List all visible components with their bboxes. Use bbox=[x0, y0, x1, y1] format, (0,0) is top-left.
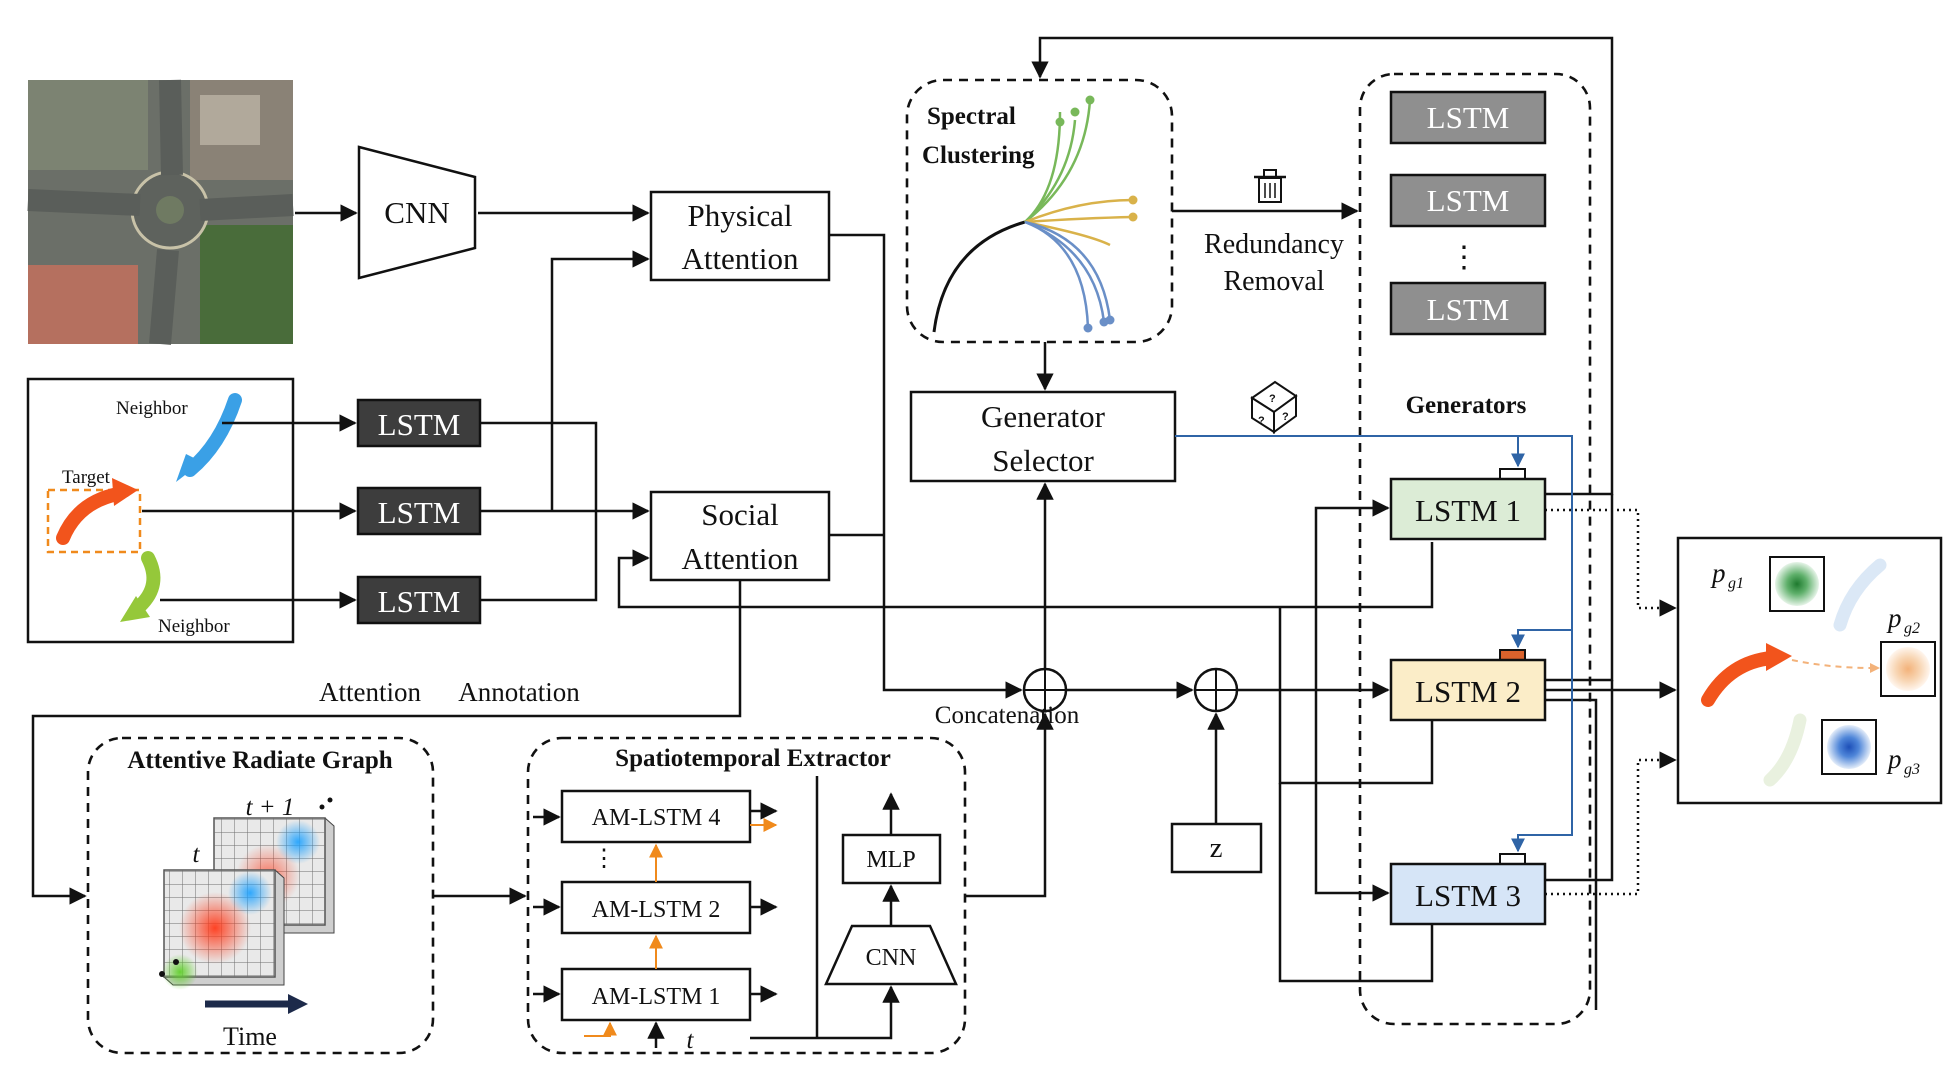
cnn-block: CNN bbox=[357, 145, 477, 280]
noise-input: z bbox=[1170, 822, 1263, 874]
attentive-radiate-graph: Attentive Radiate Graph t + 1 t Time bbox=[86, 736, 435, 1055]
generator-lstm-3-label: LSTM 3 bbox=[1415, 878, 1521, 913]
concatenation-label: Concatenation bbox=[935, 702, 1080, 729]
attention-annotation-label-a: Attention bbox=[319, 677, 421, 707]
neighbor-bottom-label: Neighbor bbox=[158, 616, 230, 637]
am-lstm-1-label: AM-LSTM 1 bbox=[592, 984, 721, 1010]
noise-label: z bbox=[1210, 832, 1223, 864]
target-arrow bbox=[56, 487, 125, 545]
physical-attention-line2: Attention bbox=[681, 241, 799, 276]
generator-selector-line1: Generator bbox=[981, 399, 1106, 434]
svg-text:?: ? bbox=[1258, 415, 1265, 427]
neighbor-top-label: Neighbor bbox=[116, 398, 188, 419]
am-lstm-ellipsis: ⋮ bbox=[592, 846, 616, 872]
generator-lstm-2-label: LSTM 2 bbox=[1415, 674, 1521, 709]
pool-lstm-2-label: LSTM bbox=[1427, 183, 1510, 218]
concat-node-2 bbox=[1193, 667, 1239, 713]
neighbor-arrow-bottom bbox=[133, 551, 161, 613]
social-attention-line2: Attention bbox=[681, 541, 799, 576]
social-attention-line1: Social bbox=[701, 497, 779, 532]
spectral-clustering: Spectral Clustering bbox=[905, 78, 1174, 344]
svg-text:?: ? bbox=[1269, 393, 1276, 405]
physical-attention: Physical Attention bbox=[649, 190, 831, 282]
svg-text:p: p bbox=[1710, 558, 1726, 588]
encoder-lstm-1-label: LSTM bbox=[378, 407, 461, 442]
spectral-title-line1: Spectral bbox=[927, 103, 1016, 130]
generator-selector-line2: Selector bbox=[992, 443, 1094, 478]
am-lstm-4-label: AM-LSTM 4 bbox=[592, 805, 721, 831]
pool-lstm-3-label: LSTM bbox=[1427, 292, 1510, 327]
svg-text:g3: g3 bbox=[1904, 761, 1920, 778]
time-label: Time bbox=[223, 1022, 277, 1051]
distribution-g2 bbox=[1886, 647, 1930, 691]
physical-attention-line1: Physical bbox=[687, 198, 792, 233]
redundancy-label-line1: Redundancy bbox=[1204, 229, 1344, 260]
t-label: t bbox=[193, 841, 201, 868]
encoder-lstm-3-label: LSTM bbox=[378, 584, 461, 619]
cnn-label: CNN bbox=[384, 195, 449, 230]
distribution-g1 bbox=[1775, 562, 1819, 606]
target-box bbox=[46, 488, 142, 554]
p-g1-label: p g1 bbox=[1710, 558, 1744, 592]
generators-group: LSTM LSTM ⋮ LSTM Generators LSTM 1 LSTM … bbox=[1358, 72, 1592, 1026]
graph-title: Attentive Radiate Graph bbox=[127, 747, 392, 774]
extractor-cnn-label: CNN bbox=[866, 945, 917, 971]
mlp-label: MLP bbox=[866, 847, 915, 873]
t-plus-one-label: t + 1 bbox=[246, 794, 295, 821]
svg-text:p: p bbox=[1886, 744, 1902, 774]
output-target-arrow bbox=[1701, 651, 1779, 707]
am-lstm-2-label: AM-LSTM 2 bbox=[592, 897, 721, 923]
output-panel: p g1 p g2 p g3 bbox=[1676, 536, 1943, 805]
attention-annotation-label-b: Annotation bbox=[458, 677, 580, 707]
svg-text:p: p bbox=[1886, 603, 1902, 633]
svg-text:g2: g2 bbox=[1904, 620, 1920, 637]
generator-selector: Generator Selector bbox=[909, 390, 1177, 483]
concat-node-1 bbox=[1022, 667, 1068, 713]
generator-lstm-1-label: LSTM 1 bbox=[1415, 493, 1521, 528]
connections bbox=[31, 36, 1677, 1048]
extractor-title: Spatiotemporal Extractor bbox=[615, 745, 891, 772]
aerial-image bbox=[27, 79, 294, 345]
p-g2-label: p g2 bbox=[1886, 603, 1920, 637]
svg-text:g1: g1 bbox=[1728, 575, 1744, 592]
svg-text:?: ? bbox=[1282, 411, 1289, 423]
trash-icon bbox=[1254, 169, 1286, 203]
target-label: Target bbox=[62, 467, 111, 488]
t-input-label: t bbox=[687, 1027, 695, 1054]
distribution-g3 bbox=[1827, 725, 1871, 769]
encoder-lstms: LSTM LSTM LSTM bbox=[356, 398, 482, 625]
dice-icon: ? ? ? bbox=[1250, 380, 1298, 434]
pool-lstm-1-label: LSTM bbox=[1427, 100, 1510, 135]
p-g3-label: p g3 bbox=[1886, 744, 1920, 778]
redundancy-label-line2: Removal bbox=[1223, 266, 1324, 297]
generators-title: Generators bbox=[1406, 392, 1527, 419]
encoder-lstm-2-label: LSTM bbox=[378, 495, 461, 530]
spectral-title-line2: Clustering bbox=[922, 142, 1035, 169]
social-attention: Social Attention bbox=[649, 490, 831, 582]
spatiotemporal-extractor: Spatiotemporal Extractor AM-LSTM 4 ⋮ AM-… bbox=[526, 736, 967, 1055]
pool-ellipsis: ⋮ bbox=[1449, 241, 1479, 274]
